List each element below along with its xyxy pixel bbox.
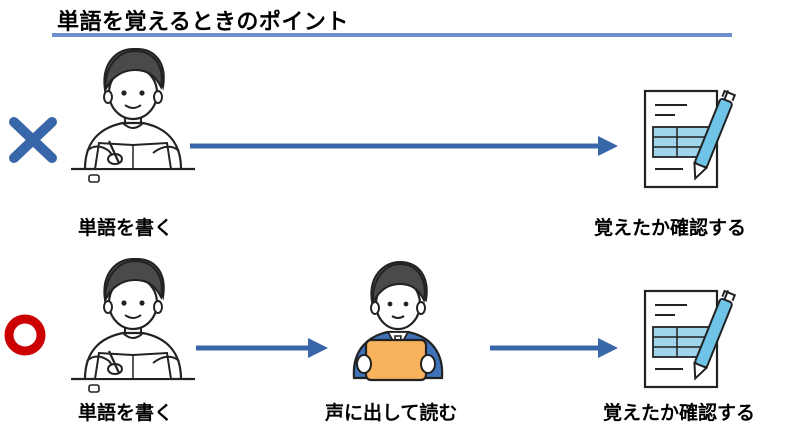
checklist-with-pen-icon [643, 287, 738, 389]
student-reading-tablet-icon [352, 260, 444, 382]
student-writing-icon [69, 47, 197, 184]
step-label: 覚えたか確認する [594, 217, 747, 239]
page-title: 単語を覚えるときのポイント [57, 10, 349, 35]
checklist-with-pen-icon [643, 87, 738, 189]
cross-mark-icon [9, 117, 57, 163]
step-label: 単語を書く [78, 217, 174, 239]
step-label: 単語を書く [78, 402, 174, 424]
title-underline [52, 33, 732, 37]
step-label: 声に出して読む [325, 402, 458, 424]
student-writing-icon [69, 257, 197, 394]
circle-mark-icon [4, 314, 46, 356]
step-label: 覚えたか確認する [603, 402, 756, 424]
